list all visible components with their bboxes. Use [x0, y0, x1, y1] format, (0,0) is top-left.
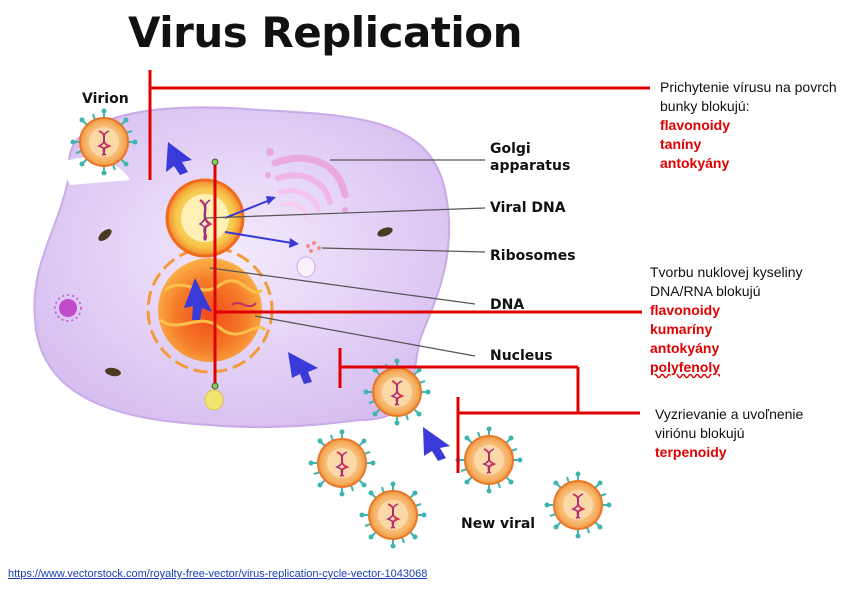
virion-budding	[362, 357, 432, 427]
golgi-apparatus	[265, 148, 349, 218]
inhibitor-label: kumaríny	[650, 321, 713, 337]
annotation-maturation: Vyzrievanie a uvoľnenie viriónu blokujú …	[655, 405, 803, 462]
annotation-line: viriónu blokujú	[655, 425, 745, 441]
exocytosis-vesicle	[204, 389, 224, 411]
annotation-line: Vyzrievanie a uvoľnenie	[655, 406, 804, 422]
label-nucleus: Nucleus	[490, 348, 553, 364]
inhibitor-label: polyfenoly	[650, 359, 721, 375]
annotation-nucleic-acid: Tvorbu nuklovej kyseliny DNA/RNA blokujú…	[650, 263, 803, 377]
vesicle	[296, 256, 316, 278]
new-virion-4	[543, 470, 613, 540]
annotation-line: Tvorbu nuklovej kyseliny	[650, 264, 803, 280]
annotation-attachment: Prichytenie vírusu na povrch bunky bloku…	[660, 78, 837, 173]
ribosomes	[306, 241, 321, 253]
label-viral-dna: Viral DNA	[490, 200, 566, 216]
annotation-line: bunky blokujú:	[660, 98, 750, 114]
inhibition-lines	[148, 70, 650, 473]
new-virion-2	[358, 480, 428, 550]
mitochondria	[98, 227, 393, 377]
label-virion: Virion	[82, 91, 129, 107]
label-dna: DNA	[490, 297, 525, 313]
leader-lines	[204, 159, 486, 357]
source-link[interactable]: https://www.vectorstock.com/royalty-free…	[8, 568, 428, 580]
inhibitor-label: taníny	[660, 136, 702, 152]
process-arrows	[166, 142, 450, 461]
diagram-title: Virus Replication	[128, 8, 523, 57]
label-new-viral: New viral	[461, 516, 536, 532]
inhibitor-label: flavonoidy	[660, 117, 731, 133]
lysosome	[54, 294, 82, 322]
new-virion-3	[454, 425, 524, 495]
label-golgi-2: apparatus	[490, 158, 571, 174]
inhibitor-label: flavonoidy	[650, 302, 721, 318]
inhibitor-label: antokyány	[650, 340, 720, 356]
inhibitor-label: terpenoidy	[655, 444, 727, 460]
virion-incoming	[69, 107, 139, 177]
new-virion-1	[307, 428, 377, 498]
inhibitor-label: antokyány	[660, 155, 730, 171]
annotation-line: Prichytenie vírusu na povrch	[660, 79, 837, 95]
annotation-line: DNA/RNA blokujú	[650, 283, 761, 299]
label-ribosomes: Ribosomes	[490, 248, 576, 264]
label-golgi-1: Golgi	[490, 141, 531, 157]
